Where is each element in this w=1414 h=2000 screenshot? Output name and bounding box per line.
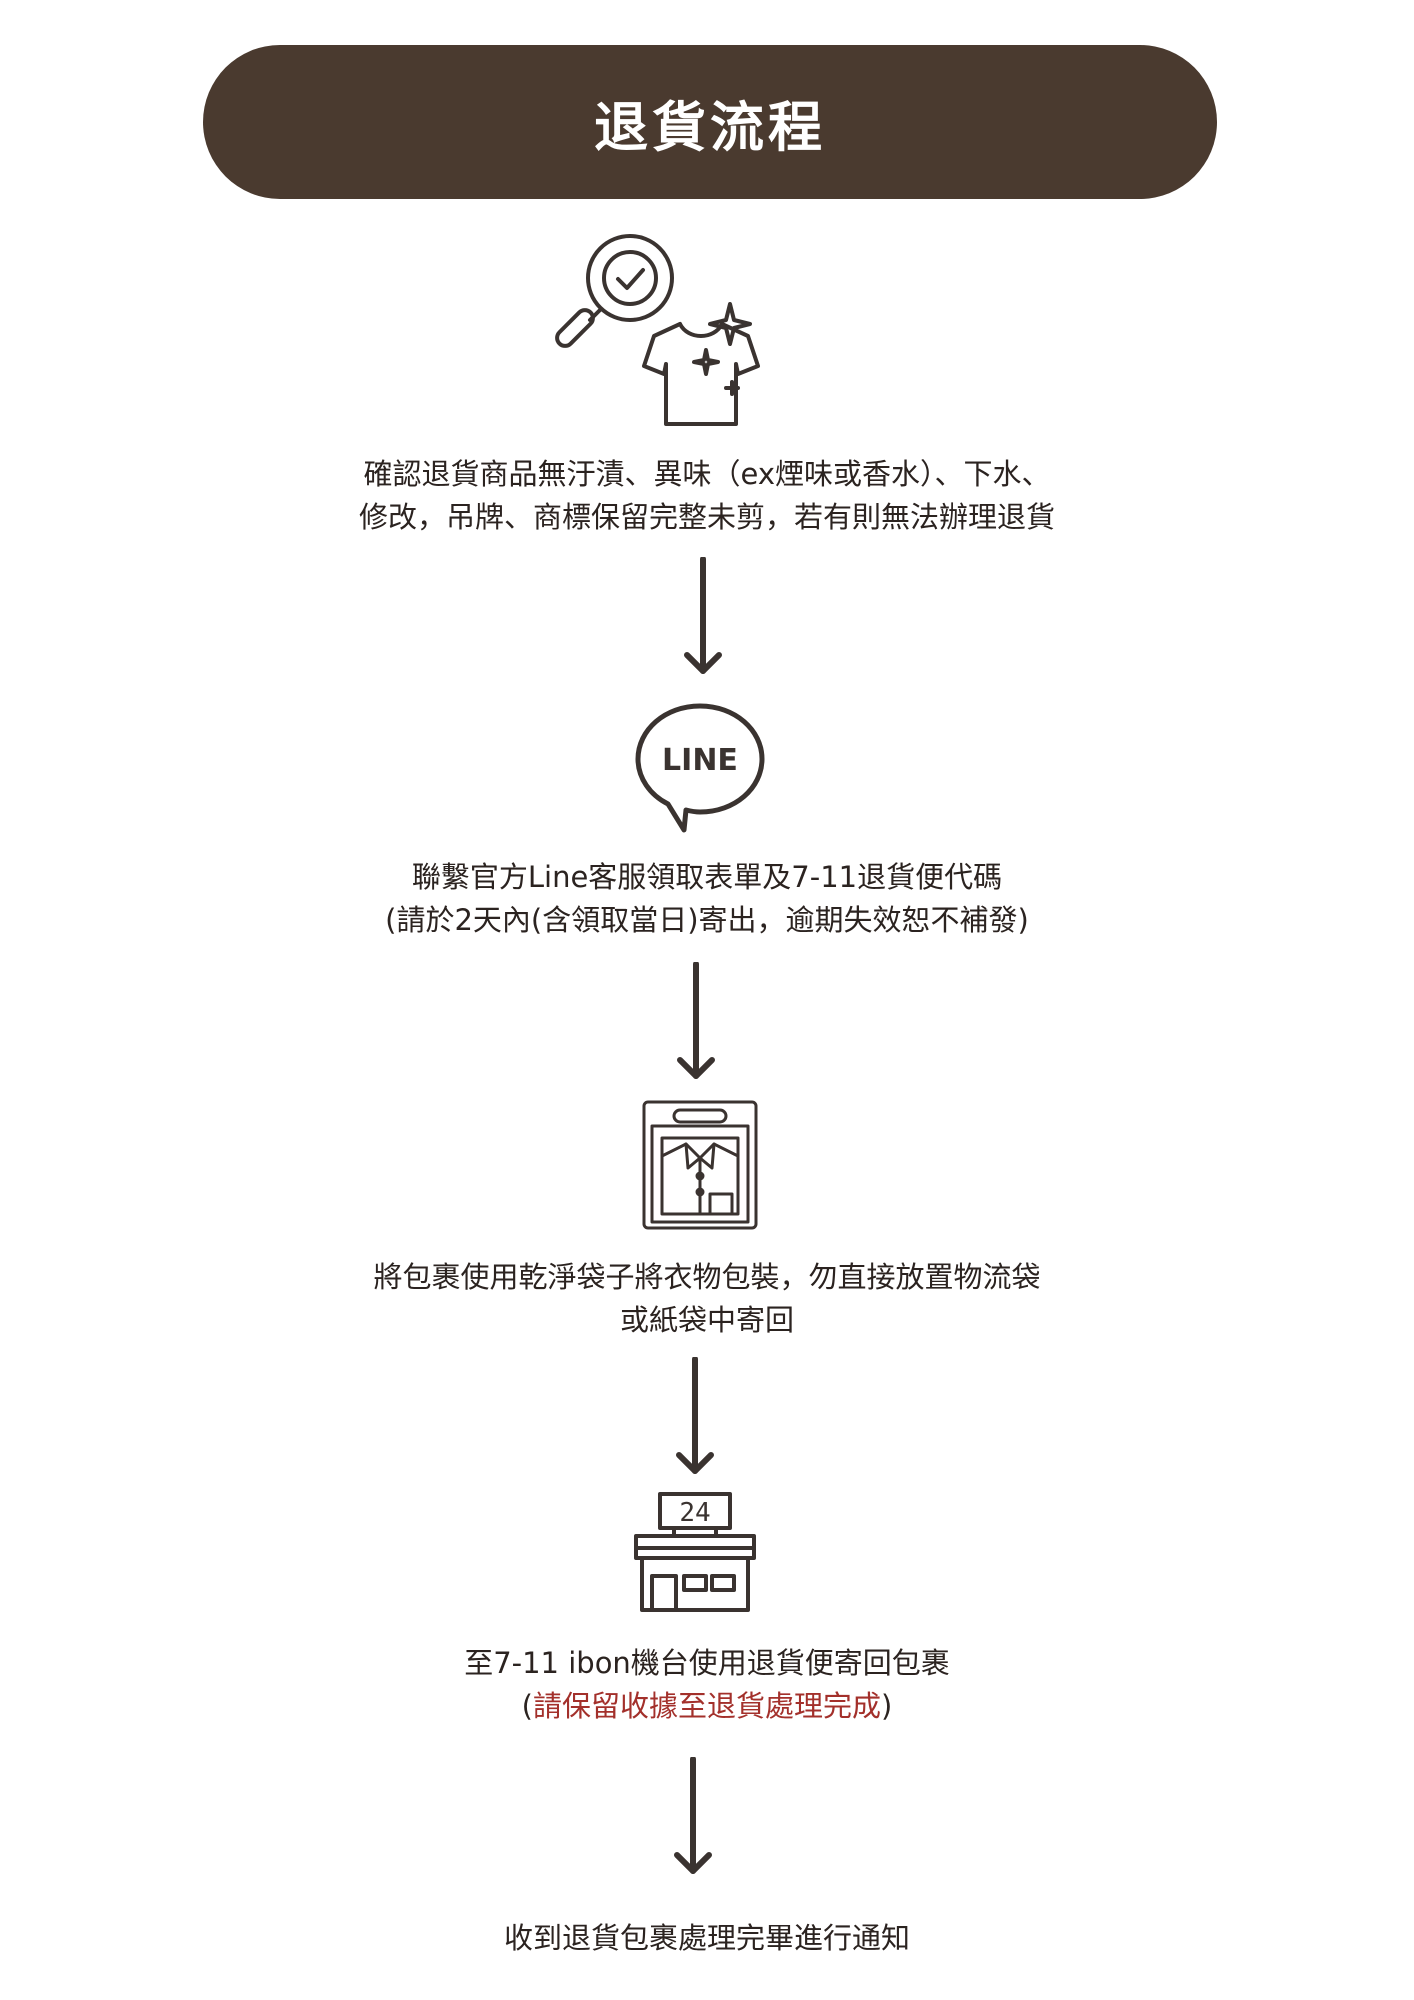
packaged-shirt-bag-icon (642, 1100, 758, 1230)
step-5-line-1: 收到退貨包裹處理完畢進行通知 (503, 1921, 910, 1955)
page-title: 退貨流程 (594, 95, 826, 159)
line-chat-bubble-icon: LINE (635, 703, 765, 833)
step-2-line-1: 聯繫官方Line客服領取表單及7-11退貨便代碼 (411, 860, 1003, 894)
step-2-text: 聯繫官方Line客服領取表單及7-11退貨便代碼 (請於2天內(含領取當日)寄出… (257, 856, 1157, 942)
step-4-note-open: ( (521, 1689, 533, 1723)
receipt-warning-note: 請保留收據至退貨處理完成 (532, 1689, 881, 1723)
arrow-down-icon (684, 557, 722, 674)
step-4-text: 至7-11 ibon機台使用退貨便寄回包裹 (請保留收據至退貨處理完成) (257, 1642, 1157, 1728)
magnifier-shirt-check-icon (555, 234, 760, 426)
step-1-line-2: 修改，吊牌、商標保留完整未剪，若有則無法辦理退貨 (358, 500, 1055, 534)
store-24-label: 24 (679, 1498, 710, 1528)
arrow-down-icon (676, 1357, 714, 1474)
title-banner: 退貨流程 (203, 45, 1217, 199)
arrow-down-icon (674, 1757, 712, 1874)
step-3-line-1: 將包裹使用乾淨袋子將衣物包裝，勿直接放置物流袋 (373, 1260, 1041, 1294)
step-4-note-close: ) (881, 1689, 893, 1723)
arrow-down-icon (677, 962, 715, 1079)
line-icon-label: LINE (662, 743, 738, 778)
step-1-line-1: 確認退貨商品無汙漬、異味（ex煙味或香水）、下水、 (363, 457, 1051, 491)
convenience-store-24-icon: 24 (634, 1492, 756, 1612)
step-1-text: 確認退貨商品無汙漬、異味（ex煙味或香水）、下水、 修改，吊牌、商標保留完整未剪… (257, 453, 1157, 539)
step-2-line-2: (請於2天內(含領取當日)寄出，逾期失效恕不補發) (385, 903, 1029, 937)
step-3-line-2: 或紙袋中寄回 (619, 1303, 794, 1337)
step-4-line-1: 至7-11 ibon機台使用退貨便寄回包裹 (464, 1646, 950, 1680)
step-5-text: 收到退貨包裹處理完畢進行通知 (257, 1917, 1157, 1960)
step-3-text: 將包裹使用乾淨袋子將衣物包裝，勿直接放置物流袋 或紙袋中寄回 (257, 1256, 1157, 1342)
step-4-note: (請保留收據至退貨處理完成) (257, 1685, 1157, 1728)
